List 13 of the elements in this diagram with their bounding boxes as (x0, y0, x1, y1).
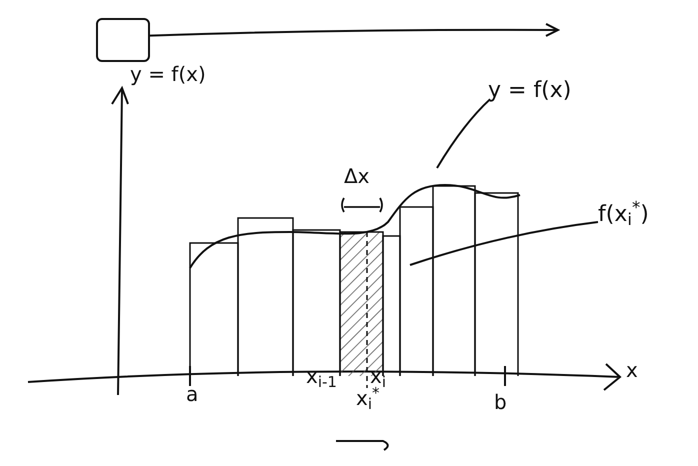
delta-label: Δx (344, 166, 370, 186)
tick-label: a (186, 384, 198, 404)
tick-label: b (494, 392, 507, 412)
function-label: f(x$_{i}$$^{*}$) (598, 202, 649, 227)
tick-label: x$_{i-1}$ (306, 366, 337, 386)
arrow (150, 22, 559, 37)
axis-label: y = f(x) (130, 64, 206, 84)
empty-box (96, 18, 150, 62)
leader-line (436, 98, 491, 169)
leader-line (410, 221, 598, 266)
function-label: y = f(x) (488, 78, 572, 103)
tick-label: x$_{i}$ (370, 366, 386, 386)
tick-label: x (626, 360, 638, 380)
